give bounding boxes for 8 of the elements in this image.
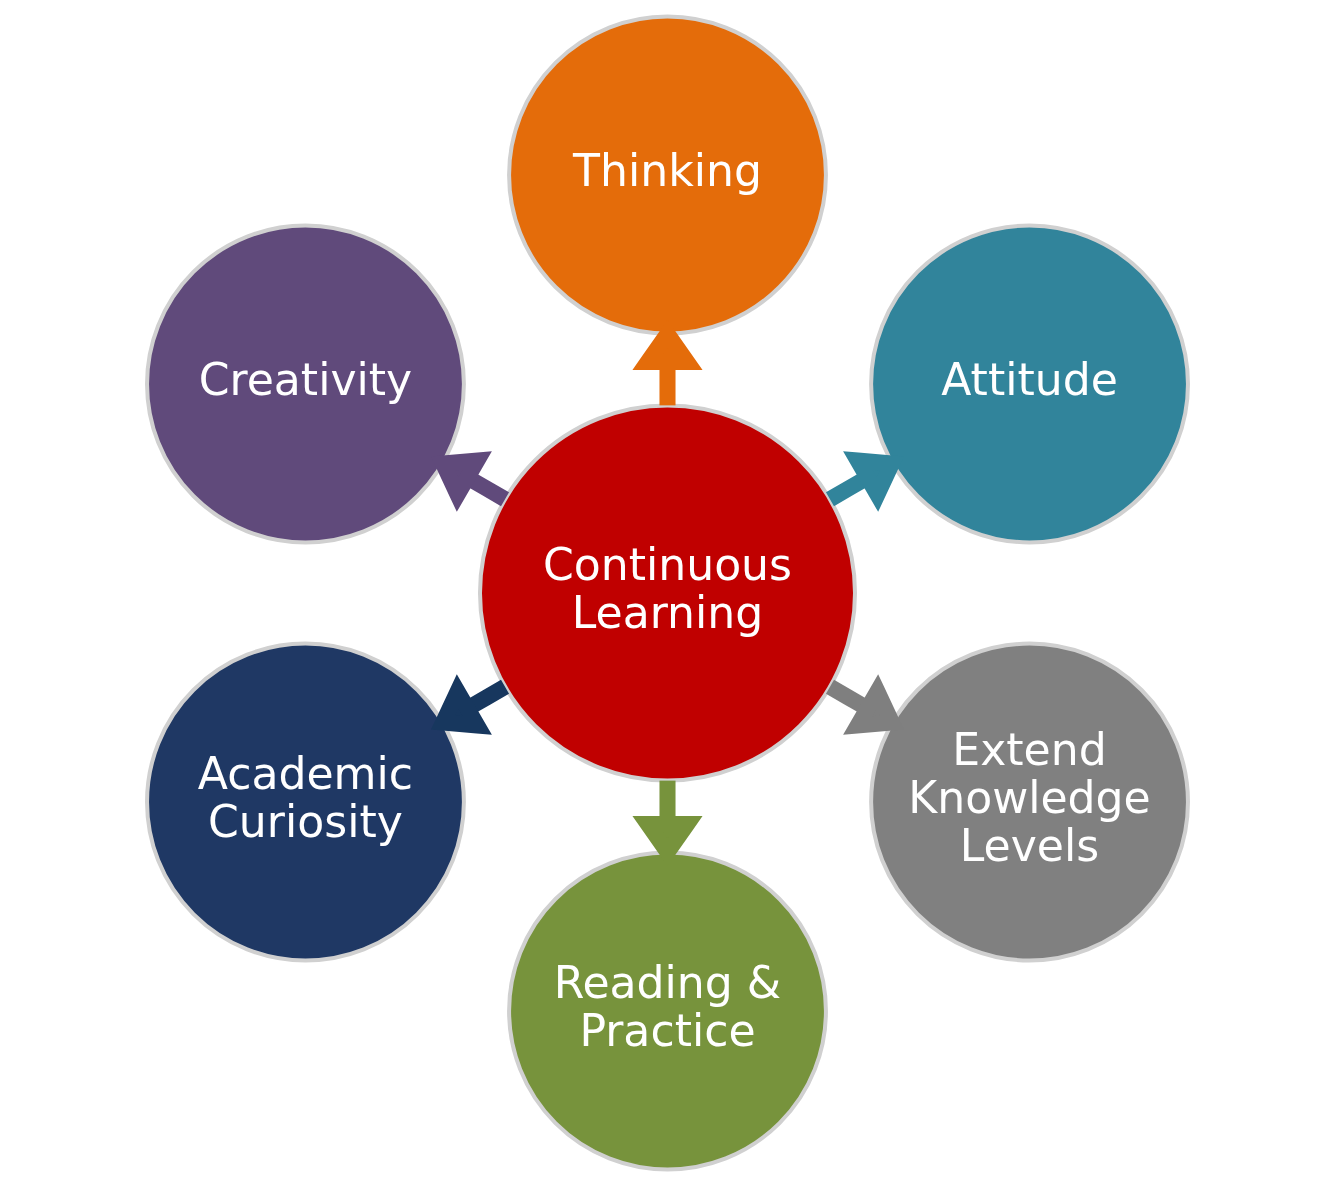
arrow	[430, 674, 509, 735]
node-circle: Continuous Learning	[477, 403, 857, 783]
node-circle: Reading & Practice	[506, 850, 828, 1172]
node-circle: Attitude	[868, 223, 1190, 545]
node-circle: Creativity	[144, 223, 466, 545]
node-circle: Thinking	[506, 14, 828, 336]
node-circle: Extend Knowledge Levels	[868, 641, 1190, 963]
node-circle: Academic Curiosity	[144, 641, 466, 963]
